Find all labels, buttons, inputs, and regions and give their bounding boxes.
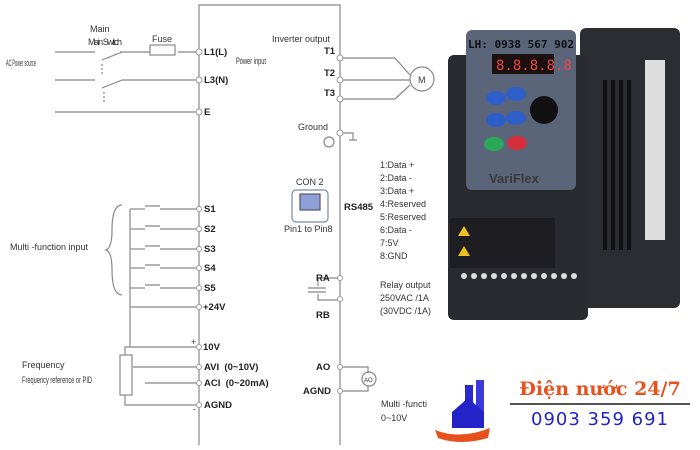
terminal-e: E (204, 107, 210, 118)
terminal-t1: T1 (324, 46, 336, 57)
terminal-ao: AO (316, 362, 330, 373)
watermark-phone: 0903 359 691 (531, 409, 669, 430)
fuse-symbol (149, 44, 176, 56)
watermark-name: Điện nước 24/7 (519, 378, 681, 400)
terminal-24v: +24V (203, 302, 226, 313)
terminal-l1: L1(L) (204, 47, 227, 58)
ground-symbol (323, 136, 335, 148)
relay-rating-dc: (30VDC /1A) (380, 306, 431, 316)
frequency-reference-label: Frequency (22, 360, 65, 370)
terminal-aci: ACI (0~20mA) (204, 378, 269, 389)
svg-text:6:Data -: 6:Data - (380, 225, 412, 235)
watermark: Điện nước 24/7 0903 359 691 (510, 378, 690, 430)
svg-text:7:5V: 7:5V (380, 238, 399, 248)
svg-text:3:Data +: 3:Data + (380, 186, 414, 196)
ao-meter (361, 371, 377, 387)
rs485-pin-list: 1:Data + 2:Data - 3:Data + 4:Reserved 5:… (380, 160, 426, 261)
con2-label: CON 2 (296, 177, 324, 187)
terminal-l3: L3(N) (204, 75, 228, 86)
terminal-agnd: AGND (204, 400, 232, 411)
multi-function-input-label: Multi -function input (10, 242, 89, 252)
terminal-ra: RA (316, 273, 330, 284)
main-switch-label: Main Switch (88, 37, 122, 47)
inverter-output-label: Inverter output (272, 34, 331, 44)
contact-overlay: LH: 0938 567 902 (468, 38, 574, 51)
fuse-label: Fuse (152, 34, 172, 44)
watermark-divider (510, 403, 690, 405)
potentiometer-symbol (119, 354, 133, 396)
minus-sign: - (193, 404, 196, 414)
motor-symbol (409, 66, 435, 92)
terminal-s4: S4 (204, 263, 216, 274)
ao-function-label: Multi -functi (381, 399, 427, 409)
svg-text:8:GND: 8:GND (380, 251, 408, 261)
plus-sign: + (191, 337, 196, 347)
inverter-box (198, 4, 341, 445)
terminal-avi: AVI (0~10V) (204, 362, 258, 373)
main-switch-label: Main (90, 24, 110, 34)
terminal-ao-agnd: AGND (303, 386, 331, 397)
terminal-rb: RB (316, 310, 330, 321)
ao-range-label: 0~10V (381, 413, 407, 423)
ground-label: Ground (298, 122, 328, 132)
svg-text:4:Reserved: 4:Reserved (380, 199, 426, 209)
pin-range-label: Pin1 to Pin8 (284, 224, 333, 234)
product-brand: VariFlex (489, 171, 540, 186)
rj45-connector (291, 189, 329, 223)
frequency-reference-label: Frequency reference or PID (22, 375, 92, 385)
terminal-s1: S1 (204, 204, 216, 215)
power-input-label: Power input (236, 56, 266, 66)
terminal-s2: S2 (204, 224, 216, 235)
ao-meter-label: AO (364, 378, 373, 384)
inverter-product-photo: LH: 0938 567 902 8.8.8.8.8 VariFlex (448, 28, 680, 320)
rs485-label: RS485 (344, 202, 374, 213)
relay-rating-ac: 250VAC /1A (380, 293, 429, 303)
relay-output-label: Relay output (380, 280, 431, 290)
led-display: 8.8.8.8.8 (496, 58, 572, 74)
terminal-t3: T3 (324, 88, 335, 99)
terminal-10v: 10V (203, 342, 221, 353)
svg-text:1:Data +: 1:Data + (380, 160, 414, 170)
ac-source-label: AC Power source (6, 58, 36, 68)
terminal-t2: T2 (324, 68, 335, 79)
svg-text:2:Data -: 2:Data - (380, 173, 412, 183)
terminal-s3: S3 (204, 244, 216, 255)
brand-logo-icon (435, 380, 490, 442)
motor-label: M (418, 75, 426, 85)
terminal-s5: S5 (204, 283, 216, 294)
svg-text:5:Reserved: 5:Reserved (380, 212, 426, 222)
